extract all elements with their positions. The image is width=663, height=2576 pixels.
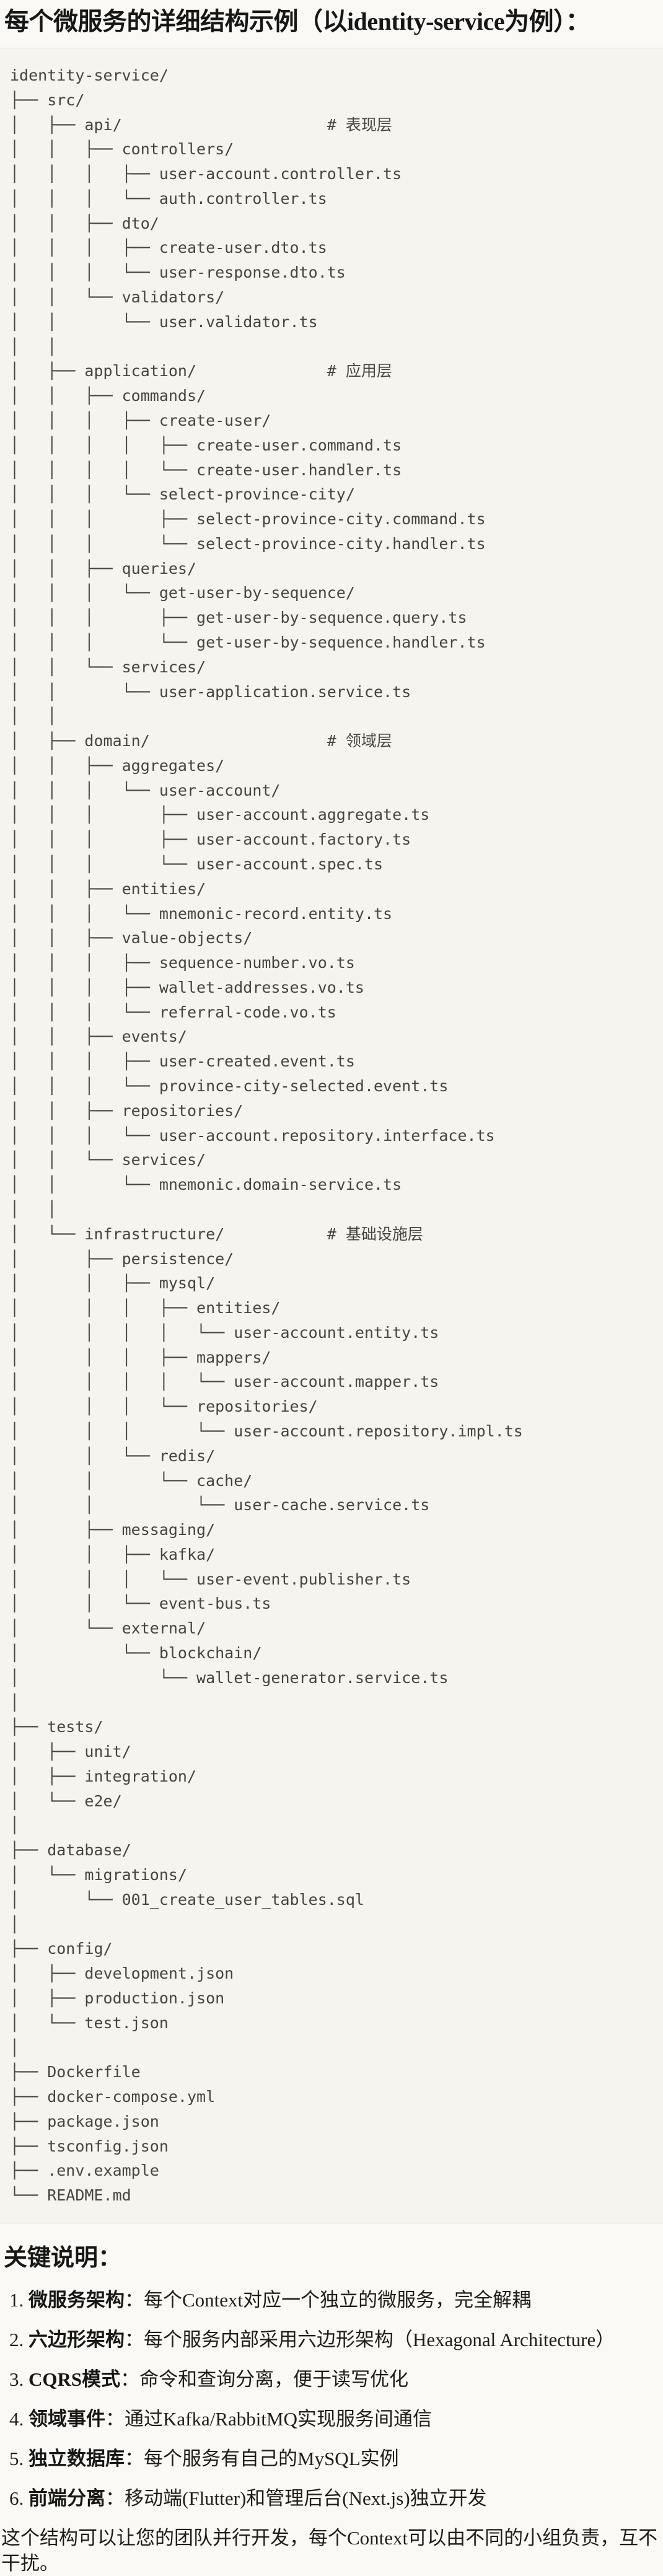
note-item: 独立数据库：每个服务有自己的MySQL实例 [29,2446,663,2471]
code-block: identity-service/ ├── src/ │ ├── api/ # … [0,48,663,2223]
note-term: 六边形架构 [29,2328,125,2350]
page-title: 每个微服务的详细结构示例（以identity-service为例）： [4,7,591,35]
note-desc: ：每个服务内部采用六边形架构（Hexagonal Architecture） [125,2328,615,2350]
note-item: 六边形架构：每个服务内部采用六边形架构（Hexagonal Architectu… [29,2327,663,2352]
note-term: 前端分离 [29,2487,105,2509]
note-desc: ：通过Kafka/RabbitMQ实现服务间通信 [105,2407,432,2430]
key-notes-list: 微服务架构：每个Context对应一个独立的微服务，完全解耦六边形架构：每个服务… [0,2287,663,2511]
note-term: 微服务架构 [29,2288,125,2311]
note-term: 领域事件 [29,2407,105,2430]
note-desc: ：每个服务有自己的MySQL实例 [125,2447,399,2469]
note-item: 前端分离：移动端(Flutter)和管理后台(Next.js)独立开发 [29,2486,663,2511]
note-desc: ：命令和查询分离，便于读写优化 [120,2368,409,2390]
closing-paragraph: 这个结构可以让您的团队并行开发，每个Context可以由不同的小组负责，互不干扰… [1,2526,658,2574]
note-item: 领域事件：通过Kafka/RabbitMQ实现服务间通信 [29,2406,663,2432]
directory-tree: identity-service/ ├── src/ │ ├── api/ # … [10,66,523,2205]
note-term: 独立数据库 [29,2447,125,2469]
note-desc: ：每个Context对应一个独立的微服务，完全解耦 [125,2288,532,2311]
note-term: CQRS模式 [29,2368,121,2390]
note-item: CQRS模式：命令和查询分离，便于读写优化 [29,2367,663,2392]
note-item: 微服务架构：每个Context对应一个独立的微服务，完全解耦 [29,2287,663,2313]
key-notes-heading: 关键说明： [4,2244,122,2271]
note-desc: ：移动端(Flutter)和管理后台(Next.js)独立开发 [105,2487,487,2509]
